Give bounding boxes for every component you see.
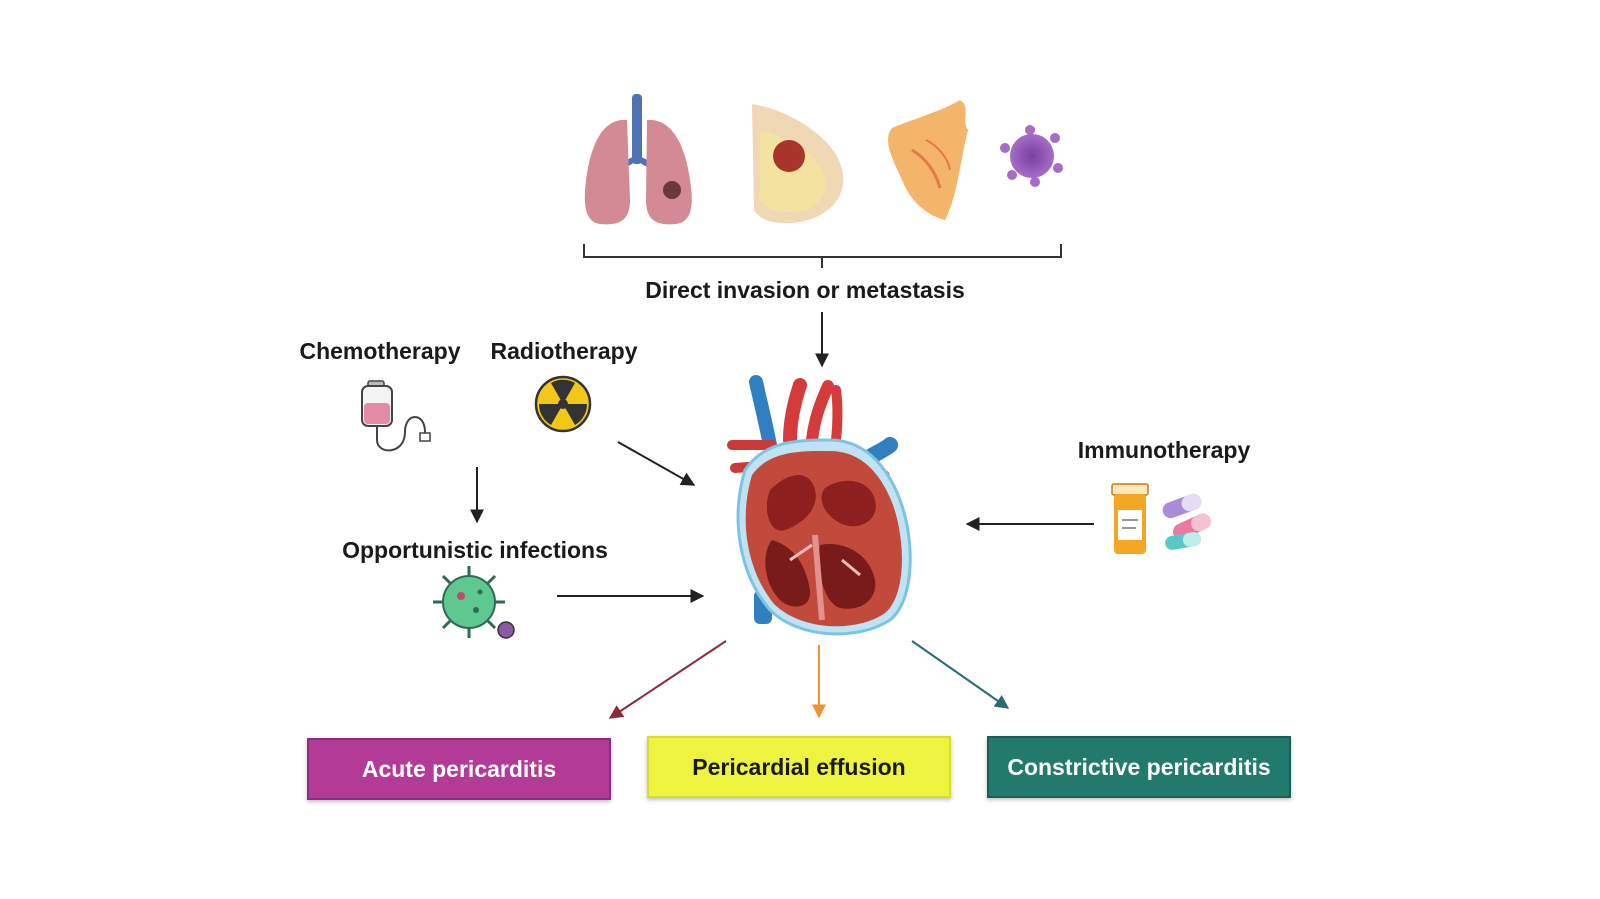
outcome-constrictive-pericarditis: Constrictive pericarditis [987,736,1291,798]
iv-drip-icon [361,380,431,452]
outcome-constrictive-label: Constrictive pericarditis [1007,753,1271,780]
pill-bottle-icon [1111,483,1149,554]
label-immunotherapy: Immunotherapy [1077,437,1251,463]
label-direct-invasion: Direct invasion or metastasis [645,277,965,303]
breast-tumor-icon [752,104,844,224]
cancer-cell-icon [1000,125,1063,187]
organ-tissue-icon [888,100,968,220]
outcome-acute-label: Acute pericarditis [361,755,557,782]
heart-icon [727,375,912,636]
outcome-pericardial-effusion: Pericardial effusion [647,736,951,798]
label-chemotherapy: Chemotherapy [299,338,461,364]
outcome-effusion-label: Pericardial effusion [692,753,906,780]
label-opportunistic-infections: Opportunistic infections [342,537,608,563]
capsules-icon [1162,493,1211,550]
outcome-acute-pericarditis: Acute pericarditis [307,738,611,800]
lungs-icon [584,94,692,225]
label-radiotherapy: Radiotherapy [490,338,638,364]
virus-icon [433,566,515,639]
arrow-heart-to-acute [608,640,727,719]
radiation-icon [534,375,592,433]
arrow-radiotherapy-to-heart [617,441,696,486]
arrow-heart-to-constrictive [911,640,1010,709]
bracket-connector [583,244,1062,268]
